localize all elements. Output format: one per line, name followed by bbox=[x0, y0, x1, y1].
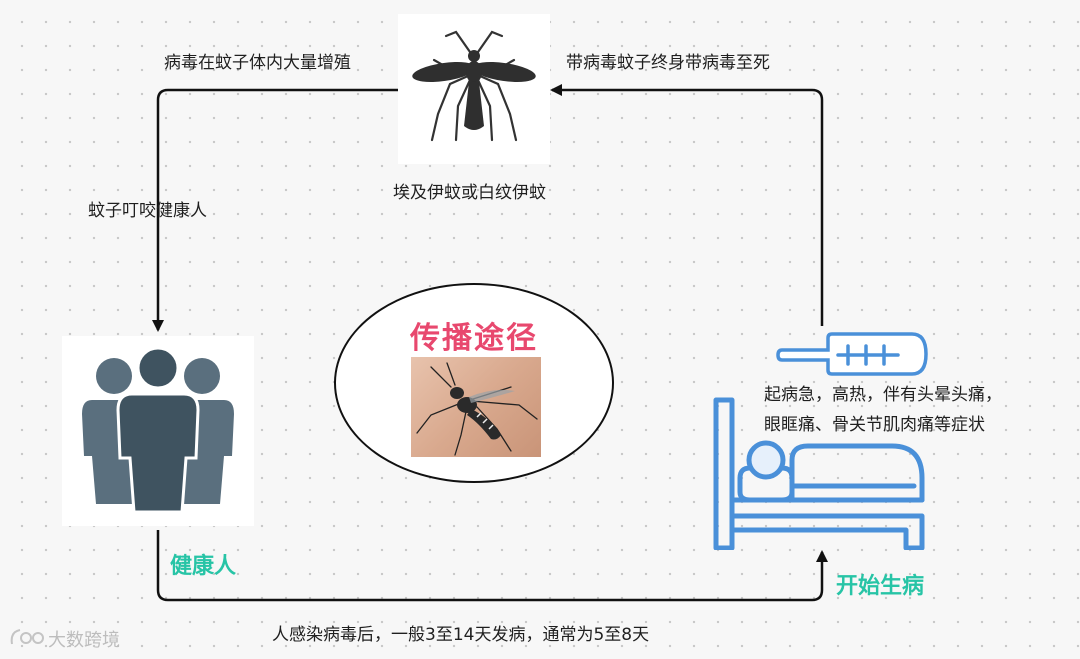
thermometer-icon bbox=[776, 332, 928, 376]
mosquito-caption: 埃及伊蚊或白纹伊蚊 bbox=[393, 183, 546, 203]
label-bottom: 人感染病毒后，一般3至14天发病，通常为5至8天 bbox=[272, 625, 650, 645]
label-left: 蚊子叮咬健康人 bbox=[88, 201, 207, 221]
mosquito-on-skin-photo bbox=[411, 357, 541, 457]
symptoms-line-1: 起病急，高热，伴有头晕头痛， bbox=[764, 385, 1002, 405]
arrow-illness-to-mosquito bbox=[550, 84, 824, 326]
mosquito-icon bbox=[412, 30, 536, 142]
arrow-mosquito-to-healthy bbox=[152, 88, 398, 332]
arrow-healthy-to-illness bbox=[156, 530, 828, 602]
healthy-people-panel bbox=[62, 336, 254, 526]
healthy-person-label: 健康人 bbox=[170, 554, 237, 579]
transmission-route-ellipse: 传播途径 bbox=[334, 283, 614, 483]
mosquito-panel bbox=[398, 14, 550, 164]
sick-in-bed-icon bbox=[713, 397, 925, 550]
label-top-right: 带病毒蚊子终身带病毒至死 bbox=[566, 53, 770, 73]
label-top-left: 病毒在蚊子体内大量增殖 bbox=[164, 53, 351, 73]
symptoms-line-2: 眼眶痛、骨关节肌肉痛等症状 bbox=[764, 415, 985, 435]
people-group-icon bbox=[82, 346, 234, 514]
mosquito-photo-icon bbox=[416, 362, 538, 456]
center-title: 传播途径 bbox=[410, 321, 538, 356]
watermark-text: 大数跨境 bbox=[48, 630, 120, 651]
start-illness-label: 开始生病 bbox=[836, 574, 925, 599]
watermark-logo-icon bbox=[10, 629, 44, 645]
